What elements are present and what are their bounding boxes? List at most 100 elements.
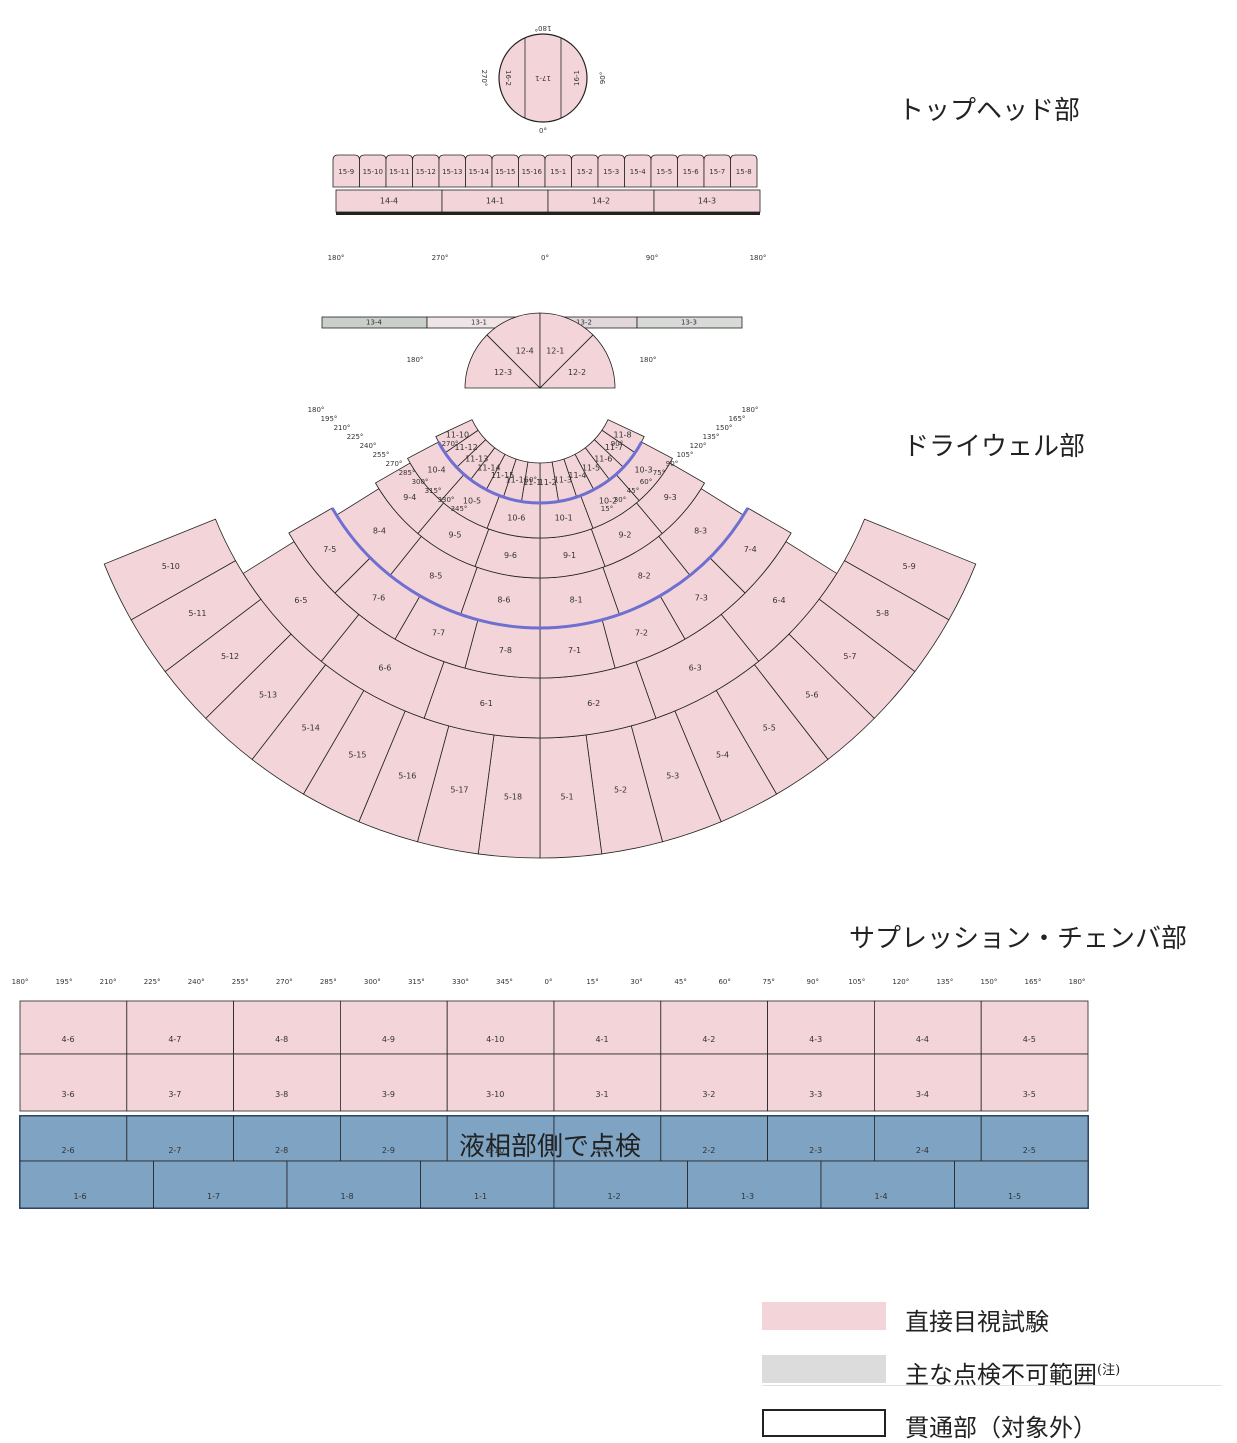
drywell-panel-label: 7-7 [432,628,445,637]
legend-swatch-penetration [762,1409,886,1437]
dome-angle-label: 180° [535,24,552,32]
drywell-panel-label: 5-4 [716,751,729,760]
suppression-angle-label: 225° [144,978,161,986]
dome-angle-label: 270° [480,70,488,87]
suppression-panel-3-label: 3-6 [62,1090,75,1099]
drywell-angle-label: 60° [640,478,652,486]
drywell-panel-label: 5-3 [666,771,679,780]
legend-swatch-not-inspectable [762,1355,886,1383]
top-head-panel-13-label: 13-1 [471,319,487,327]
drywell-panel-label: 8-4 [373,526,386,535]
suppression-angle-label: 150° [980,978,997,986]
drywell-panel-label: 5-12 [221,652,239,661]
suppression-panel-3-label: 3-4 [916,1090,929,1099]
drywell-angle-label: 210° [334,424,351,432]
top-head-panel-15-label: 15-14 [469,168,490,176]
suppression-panel-1-label: 1-4 [875,1192,888,1201]
drywell-panel-label: 11-4 [568,471,586,480]
drywell-panel-label: 10-3 [634,465,652,474]
drywell-panel-label: 9-2 [618,531,631,540]
legend-divider [762,1385,1222,1386]
top-head-panel-15-label: 15-8 [736,168,752,176]
suppression-angle-label: 180° [12,978,29,986]
drywell-angle-label: 330° [438,496,455,504]
top-head-panel-15-label: 15-10 [363,168,383,176]
drywell-panel-label: 11-7 [605,443,623,452]
top-head-angle-label: 0° [541,254,549,262]
drywell-panel-label: 9-5 [448,531,461,540]
suppression-chamber: 180°195°210°225°240°255°270°285°300°315°… [12,978,1089,1209]
suppression-panel-4-label: 4-1 [596,1035,609,1044]
top-head-panel-15-label: 15-6 [683,168,699,176]
top-head-panel-13-label: 13-2 [576,319,592,327]
drywell-panel-label: 11-16 [506,476,529,485]
drywell-panel-label: 10-6 [507,513,525,522]
drywell-angle-label: 270° [442,440,459,448]
top-head-angle-label: 180° [750,254,767,262]
drywell-panel-label: 6-4 [773,596,786,605]
drywell-panel-label: 11-2 [539,478,557,487]
suppression-angle-label: 180° [1069,978,1086,986]
drywell: 5-95-85-75-65-55-45-35-25-15-185-175-165… [103,312,977,859]
suppression-angle-label: 165° [1025,978,1042,986]
drywell-panel-label: 10-1 [555,513,573,522]
drywell-angle-label: 300° [412,478,429,486]
drywell-panel-label: 7-5 [323,545,336,554]
drywell-panel-label: 7-3 [695,594,708,603]
suppression-panel-2-label: 2-9 [382,1146,395,1155]
top-head-panel-13 [636,316,743,329]
drywell-angle-label: 180° [640,356,657,364]
suppression-panel-4 [980,1000,1089,1055]
drywell-panel-label: 5-7 [843,652,856,661]
suppression-panel-1-label: 1-3 [741,1192,754,1201]
suppression-panel-4-label: 4-4 [916,1035,929,1044]
top-head-panel-15-label: 15-5 [656,168,672,176]
suppression-angle-label: 135° [936,978,953,986]
suppression-panel-3-label: 3-1 [596,1090,609,1099]
liquid-side-note: 液相部側で点検 [459,1132,641,1162]
suppression-panel-2 [874,1115,982,1162]
drywell-panel-label: 11-12 [454,443,477,452]
drywell-panel-label: 9-4 [403,493,416,502]
drywell-panel-label: 5-6 [805,690,818,699]
suppression-angle-label: 285° [320,978,337,986]
drywell-panel-label: 9-6 [504,551,517,560]
drywell-panel-label: 12-1 [546,347,564,356]
suppression-panel-4-label: 4-5 [1023,1035,1036,1044]
suppression-panel-3-label: 3-3 [809,1090,822,1099]
top-head-angle-label: 90° [646,254,658,262]
drywell-angle-label: 165° [729,415,746,423]
drywell-angle-label: 225° [347,433,364,441]
drywell-angle-label: 90° [666,460,678,468]
suppression-panel-3-label: 3-7 [168,1090,181,1099]
drywell-angle-label: 105° [677,451,694,459]
suppression-panel-2 [126,1115,235,1162]
drywell-angle-label: 0° [529,476,537,484]
drywell-panel-label: 8-1 [570,595,583,604]
suppression-panel-1 [553,1160,688,1209]
drywell-panel-label: 6-3 [689,663,702,672]
top-head-angle-label: 270° [432,254,449,262]
suppression-panel-4-label: 4-9 [382,1035,395,1044]
suppression-panel-2 [339,1115,448,1162]
suppression-panel-2-label: 2-5 [1023,1146,1036,1155]
drywell-panel-label: 7-6 [372,594,385,603]
suppression-panel-1-label: 1-5 [1008,1192,1021,1201]
top-head-panel-14-label: 14-1 [486,197,504,206]
top-head-panel-13-label: 13-4 [366,319,382,327]
suppression-panel-1-label: 1-6 [74,1192,87,1201]
suppression-panel-4-label: 4-10 [486,1035,504,1044]
suppression-panel-4 [446,1000,555,1055]
drywell-angle-label: 15° [601,505,613,513]
legend-label-not-inspectable: 主な点検不可範囲(注) [905,1355,1120,1390]
drywell-panel-label: 5-1 [560,793,573,802]
suppression-angle-label: 0° [545,978,553,986]
drywell-panel-label: 6-6 [378,663,391,672]
suppression-angle-label: 315° [408,978,425,986]
suppression-angle-label: 240° [188,978,205,986]
drywell-panel-label: 11-13 [465,454,488,463]
drywell-panel-label: 8-5 [429,572,442,581]
drywell-panel-label: 5-13 [259,690,277,699]
